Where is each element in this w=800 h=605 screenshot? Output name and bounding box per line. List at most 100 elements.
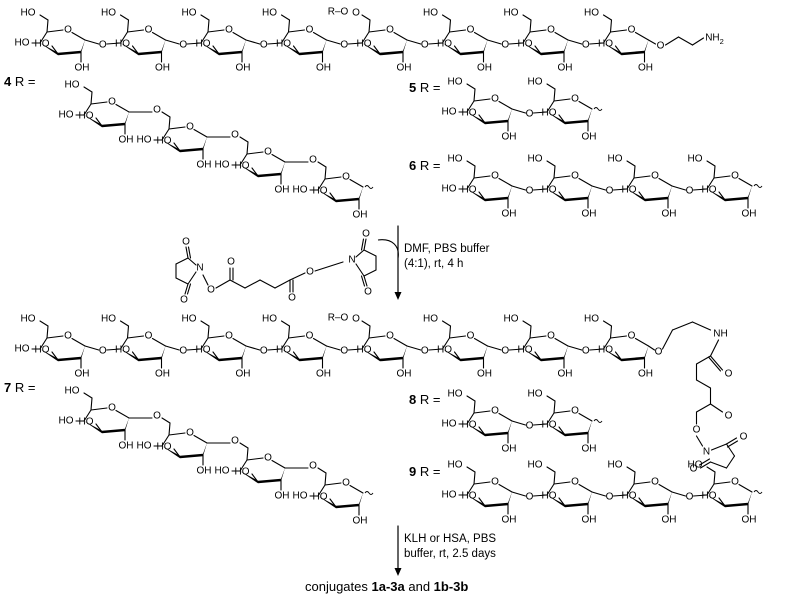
ring-bond [151,337,167,347]
glycosidic-bond [186,42,202,45]
ring-bond [83,409,92,422]
glycosidic-bond [245,345,261,351]
carbonyl-bond [726,440,739,448]
bold-bond [240,471,258,484]
ring-bond [131,45,140,55]
ring-bond [558,191,566,201]
compound-label-7: 7 R = [4,380,35,395]
ring-bond [119,31,129,44]
ring-bond [466,160,476,167]
bold-bond [380,50,403,56]
ring-bond [187,257,197,266]
glycosidic-bond [164,39,180,45]
hydroxyl-label: HO [442,490,457,501]
ring-bond [292,45,301,55]
ring-bond [738,177,753,187]
ring-oxygen: O [145,25,153,36]
ring-bond [329,498,337,508]
ring-bond [207,335,225,339]
bold-bond [138,356,162,362]
carbonyl-bond [707,356,722,372]
ring-bond [553,471,556,485]
hydroxyl-label: OH [638,369,653,380]
ester-oxygen: O [693,425,701,436]
ring-oxygen: O [386,25,394,36]
c6-oxygen: O [153,105,161,116]
glycosidic-bond [486,345,502,351]
hydroxyl-label: OH [662,515,677,526]
ring-bond [578,177,593,187]
bold-bond [81,40,85,54]
ring-bond [126,325,130,339]
bold-bond [201,349,219,362]
bold-bond [362,43,380,56]
bold-bond [565,119,588,125]
ring-bond [361,14,371,21]
hydroxyl-label: HO [448,154,463,165]
carbonyl-bond [699,461,712,469]
c6-oxygen: O [309,461,317,472]
carbonyl-bond [725,437,738,445]
ring-bond [119,14,130,21]
glycosidic-oxygen: O [606,186,614,197]
ring-bond [239,136,249,143]
ring-bond [200,14,210,21]
bold-bond [403,40,407,54]
chain-bond [202,274,209,286]
hydroxyl-label: HO [437,39,452,50]
ring-bond [553,98,571,102]
bold-bond [547,424,565,437]
glycosidic-oxygen: O [179,40,187,51]
ring-bond [498,177,513,187]
chain-bond [695,403,712,413]
glycosidic-bond [406,345,422,351]
ring-bond [51,351,59,361]
bold-bond [485,431,508,437]
glycosidic-oxygen: O [340,346,348,357]
ring-bond [115,103,130,113]
bold-bond [102,122,125,128]
hydroxyl-label: OH [582,132,597,143]
ring-bond [51,45,59,55]
ring-oxygen: O [342,172,350,183]
hydroxyl-label: HO [542,491,557,502]
ring-bond [713,165,716,179]
ring-bond [232,337,247,347]
bold-bond [240,165,258,178]
r-equals-9: R = [419,464,441,479]
ring-bond [634,337,650,347]
bold-bond [485,502,508,508]
ring-bond [473,175,491,179]
ring-bond [280,337,290,350]
hydroxyl-label: HO [462,185,477,196]
hydroxyl-label: HO [528,389,543,400]
ring-bond [368,335,386,339]
bold-bond [603,349,622,362]
glycosidic-bond [325,39,341,45]
glycosidic-bond [589,348,605,351]
hydroxyl-label: HO [622,491,637,502]
carbonyl-oxygen: O [725,369,733,380]
ring-bond [466,395,476,402]
hydroxyl-label: HO [15,344,30,355]
ring-bond [207,19,210,33]
ring-bond [626,466,636,473]
hydroxyl-label: HO [101,8,116,19]
bold-bond [547,189,565,202]
bold-bond [162,446,180,459]
ring-bond [83,392,93,399]
c6-oxygen: O [309,155,317,166]
bold-bond [258,172,281,178]
ring-bond [473,98,491,102]
bold-bond [281,43,300,56]
hydroxyl-label: HO [35,345,50,356]
r-oxy-label: R–O [328,7,349,18]
glycosidic-oxygen: O [99,40,107,51]
ring-bond [373,45,381,55]
ring-bond [633,481,651,485]
carbonyl-bond [186,283,192,295]
ring-bond [638,497,646,507]
final-second-series: 1b-3b [433,579,469,594]
